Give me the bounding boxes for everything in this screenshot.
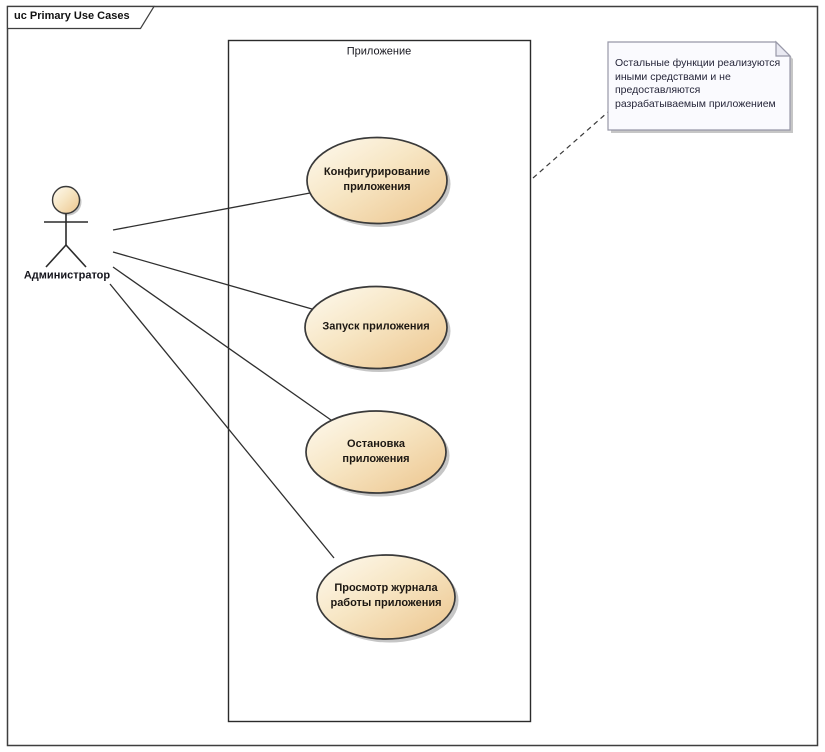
usecase-start — [304, 285, 448, 370]
usecase-stop-label: Остановка приложения — [342, 438, 410, 465]
frame-border — [6, 5, 819, 747]
actor-leg-right — [65, 244, 87, 268]
usecase-configure — [306, 136, 448, 225]
association-stop — [112, 266, 332, 421]
usecase-start-label: Запуск приложения — [322, 320, 430, 333]
association-start — [112, 251, 313, 310]
note — [607, 40, 793, 133]
note-text: Остальные функции реализуются иными сред… — [615, 57, 781, 110]
system-boundary-label: Приложение — [346, 45, 412, 58]
association-viewlog — [109, 283, 335, 559]
note-body — [607, 41, 791, 131]
usecase-viewlog-label: Просмотр журнала работы приложения — [330, 582, 442, 609]
actor-label: Администратор — [23, 269, 111, 282]
frame-title: uc Primary Use Cases — [14, 10, 130, 22]
actor-leg-left — [45, 244, 67, 268]
note-fold-corner-icon — [775, 40, 792, 57]
usecase-configure-label: Конфигурирование приложения — [323, 166, 431, 193]
actor-head — [51, 185, 81, 215]
frame-title-tab — [6, 5, 156, 30]
usecase-stop — [305, 410, 447, 494]
actor-administrator — [44, 185, 88, 268]
association-configure — [112, 192, 311, 231]
note-link-dashed-line — [532, 111, 609, 179]
usecase-viewlog — [316, 554, 456, 640]
associations — [109, 192, 335, 559]
use-case-ellipses — [304, 136, 459, 643]
